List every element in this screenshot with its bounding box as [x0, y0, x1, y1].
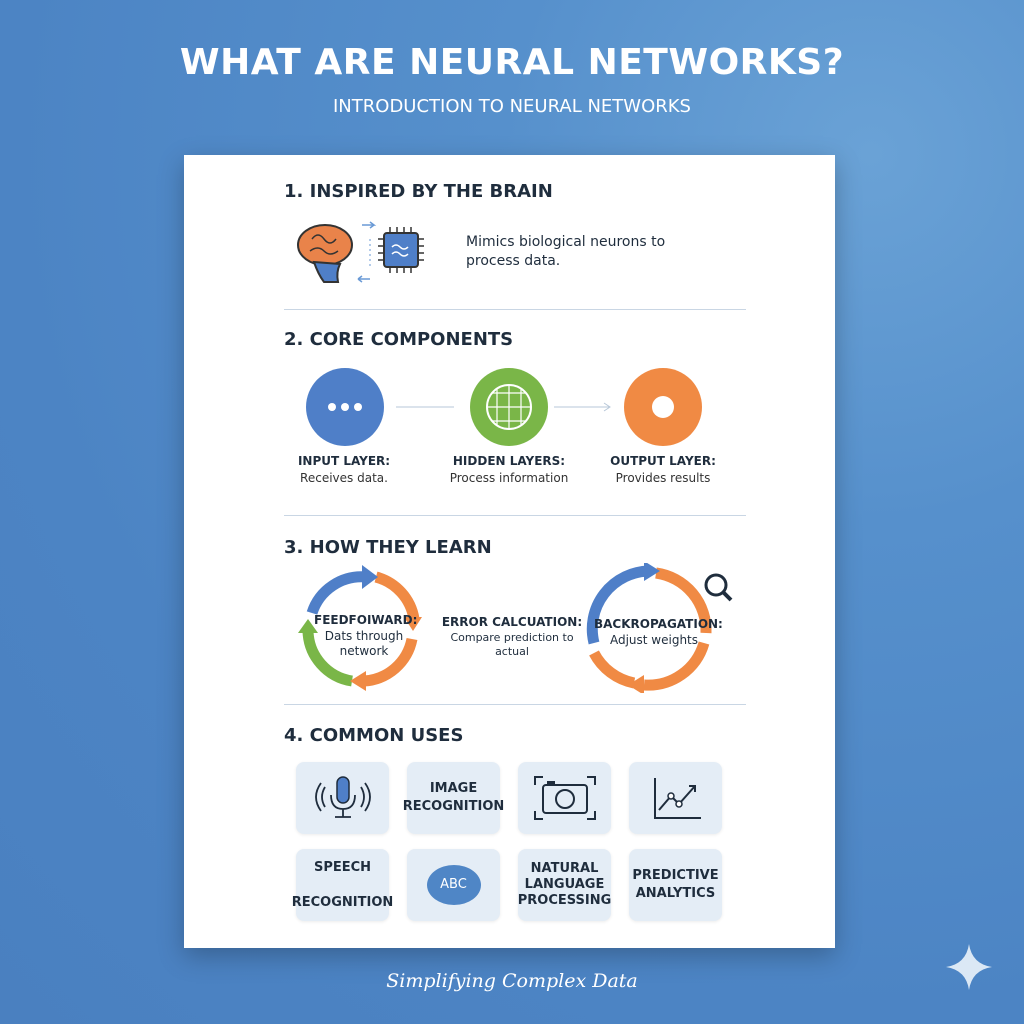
footer-tagline: Simplifying Complex Data	[386, 970, 638, 992]
error-label: ERROR CALCUATION:	[441, 615, 583, 629]
speech-recognition-tile: SPEECH RECOGNITION	[292, 849, 393, 921]
backprop-label: BACKROPAGATION:	[594, 617, 723, 631]
divider	[284, 515, 746, 516]
abc-tile: ABC	[407, 849, 500, 921]
output-layer-label: OUTPUT LAYER:	[610, 454, 716, 468]
backprop-desc: Adjust weights	[609, 632, 699, 647]
image-recognition-tile: IMAGE RECOGNITION	[403, 762, 504, 834]
feedforward-desc: Dats through	[324, 628, 404, 643]
backprop-step: BACKROPAGATION: Adjust weights	[594, 617, 723, 648]
feedforward-step: FEEDFOIWARD: Dats through network	[314, 613, 418, 660]
hidden-layer-label: HIDDEN LAYERS:	[452, 454, 566, 468]
input-layer-desc: Receives data.	[300, 471, 388, 485]
section-heading-uses: 4. COMMON USES	[284, 725, 464, 746]
section-heading-brain: 1. INSPIRED BY THE BRAIN	[284, 181, 553, 202]
camera-icon	[533, 776, 596, 820]
brain-description: Mimics biological neurons to process dat…	[466, 234, 666, 269]
sparkle-icon	[946, 944, 992, 990]
brain-chip-icon	[297, 221, 424, 283]
section-heading-learn: 3. HOW THEY LEARN	[284, 537, 492, 558]
speech-bubble-icon: ABC	[426, 865, 481, 905]
nlp-tile: NATURAL LANGUAGE PROCESSING	[518, 849, 611, 921]
section-heading-core: 2. CORE COMPONENTS	[284, 329, 514, 350]
predictive-analytics-tile: PREDICTIVE ANALYTICS	[629, 849, 722, 921]
page-subtitle: INTRODUCTION TO NEURAL NETWORKS	[333, 96, 691, 117]
info-card: 1. INSPIRED BY THE BRAIN Mimics biologic…	[184, 155, 835, 948]
magnifier-icon	[704, 573, 728, 597]
page-title: WHAT ARE NEURAL NETWORKS?	[179, 42, 845, 83]
chart-tile	[629, 762, 722, 834]
divider	[284, 309, 746, 310]
divider	[284, 704, 746, 705]
input-layer-label: INPUT LAYER:	[297, 454, 391, 468]
camera-tile	[518, 762, 611, 834]
microphone-tile	[296, 762, 389, 834]
hidden-layer-desc: Process information	[449, 471, 569, 485]
microphone-icon	[314, 776, 371, 818]
feedforward-label: FEEDFOIWARD:	[314, 613, 418, 627]
output-layer-desc: Provides results	[615, 471, 711, 485]
feedforward-desc-2: network	[339, 644, 389, 659]
error-desc: Compare prediction to actual	[450, 630, 574, 658]
layers-diagram	[306, 368, 702, 446]
learning-cycle-diagram	[298, 563, 733, 693]
line-chart-icon	[653, 778, 701, 819]
error-step: ERROR CALCUATION: Compare prediction to …	[432, 615, 592, 659]
